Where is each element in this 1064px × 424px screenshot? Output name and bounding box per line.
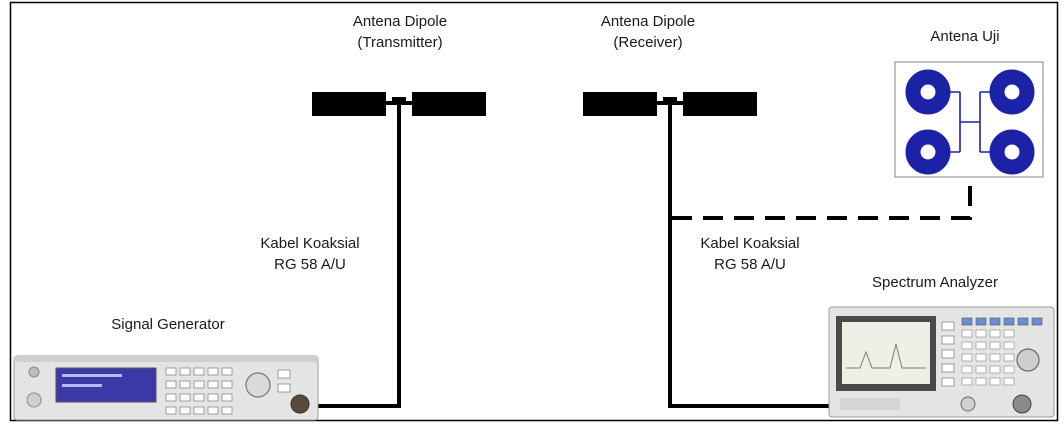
test-antenna-label-text: Antena Uji [905,26,1025,47]
cable-label-left: Kabel Koaksial RG 58 A/U [240,233,380,275]
spectrum-analyzer-label: Spectrum Analyzer [840,272,1030,293]
transmitter-antenna-label-line1: Antena Dipole [330,11,470,32]
signal-generator-device [14,356,318,420]
receiver-antenna-label-line2: (Receiver) [578,32,718,53]
cable-label-right-line2: RG 58 A/U [680,254,820,275]
signal-generator-label: Signal Generator [78,314,258,335]
signal-generator-label-text: Signal Generator [78,314,258,335]
cable-label-right-line1: Kabel Koaksial [680,233,820,254]
spectrum-analyzer-device [829,307,1054,417]
receiver-antenna-label: Antena Dipole (Receiver) [578,11,718,53]
transmitter-antenna-label-line2: (Transmitter) [330,32,470,53]
spectrum-analyzer-label-text: Spectrum Analyzer [840,272,1030,293]
cable-label-left-line2: RG 58 A/U [240,254,380,275]
test-antenna-array [895,62,1043,177]
transmitter-antenna-label: Antena Dipole (Transmitter) [330,11,470,53]
coaxial-cable-test-antenna-dashed [672,182,970,218]
cable-label-left-line1: Kabel Koaksial [240,233,380,254]
test-antenna-label: Antena Uji [905,26,1025,47]
cable-label-right: Kabel Koaksial RG 58 A/U [680,233,820,275]
receiver-antenna-label-line1: Antena Dipole [578,11,718,32]
